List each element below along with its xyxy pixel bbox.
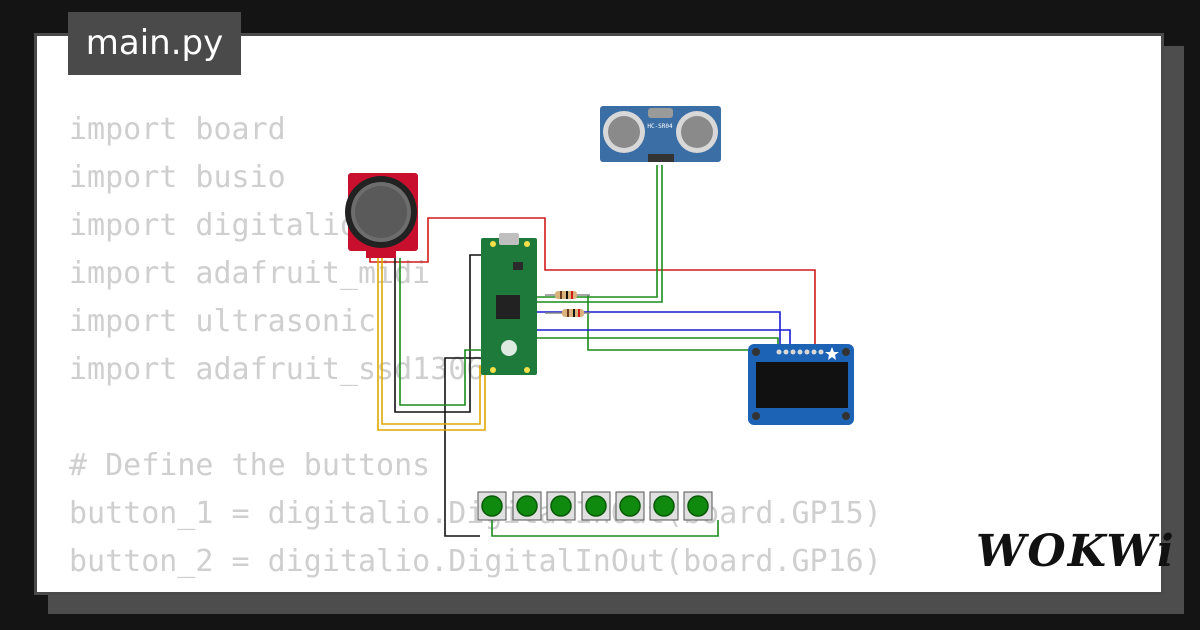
resistor: [545, 309, 590, 317]
wire-green: [535, 165, 658, 298]
resistor: [545, 291, 590, 299]
joystick-module[interactable]: [345, 173, 418, 258]
push-button[interactable]: [477, 491, 507, 521]
wire-red: [369, 217, 816, 352]
push-button[interactable]: [683, 491, 713, 521]
wire-yellow: [381, 258, 481, 425]
oled-display[interactable]: [748, 344, 854, 425]
sensor-label: HC-SR04: [647, 123, 673, 130]
wire-green: [399, 258, 485, 406]
push-button[interactable]: [649, 491, 679, 521]
push-button[interactable]: [546, 491, 576, 521]
wire-black: [394, 254, 485, 413]
wire-blue: [535, 311, 781, 352]
push-button[interactable]: [512, 491, 542, 521]
filename-tab[interactable]: main.py: [68, 12, 241, 75]
wire-green: [587, 295, 772, 351]
code-line: # Define the buttons: [69, 448, 431, 483]
code-line: import adafruit_ssd1306: [69, 352, 485, 387]
ultrasonic-sensor[interactable]: HC-SR04: [600, 106, 721, 162]
pico-board[interactable]: [481, 233, 537, 375]
wire-green: [535, 165, 663, 303]
wire-yellow: [377, 258, 486, 431]
code-line: import board: [69, 112, 286, 147]
wire-green: [491, 520, 719, 537]
code-line: import digitalio: [69, 208, 358, 243]
push-button[interactable]: [615, 491, 645, 521]
wokwi-logo: WOKWi: [976, 526, 1176, 577]
code-line: import busio: [69, 160, 286, 195]
code-line: import ultrasonic: [69, 304, 377, 339]
code-line: button_2 = digitalio.DigitalInOut(board.…: [69, 544, 882, 579]
star-icon: [825, 347, 839, 360]
push-button[interactable]: [581, 491, 611, 521]
raspberry-logo-icon: [501, 340, 517, 356]
